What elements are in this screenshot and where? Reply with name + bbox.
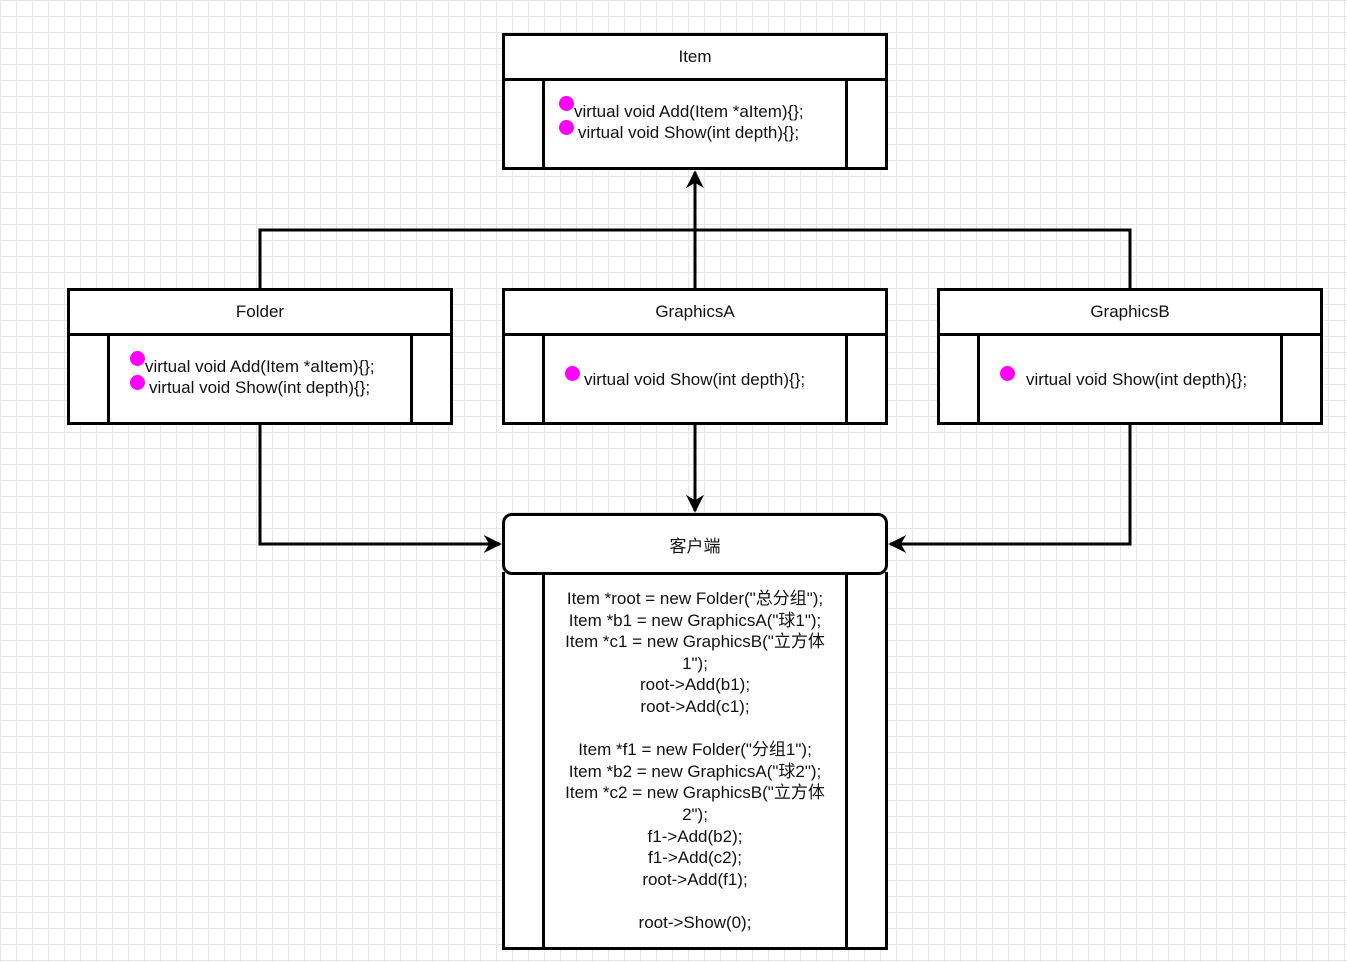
folder-to-client-arrow — [258, 424, 502, 553]
class-graphicsB[interactable]: GraphicsB virtual void Show(int depth){}… — [937, 288, 1323, 425]
divider — [107, 336, 110, 422]
operation: virtual void Show(int depth){}; — [130, 375, 450, 398]
code-line — [550, 890, 840, 912]
method-icon — [559, 96, 574, 111]
graphicsB-to-client-arrow — [888, 424, 1132, 553]
class-graphicsA[interactable]: GraphicsA virtual void Show(int depth){}… — [502, 288, 888, 425]
class-folder[interactable]: Folder virtual void Add(Item *aItem){}; … — [67, 288, 453, 425]
client-title[interactable]: 客户端 — [502, 513, 888, 575]
divider — [977, 336, 980, 422]
class-folder-operations: virtual void Add(Item *aItem){}; virtual… — [70, 336, 450, 422]
divider — [1280, 336, 1283, 422]
code-line: root->Add(b1); — [639, 675, 751, 695]
class-item-title: Item — [505, 36, 885, 81]
class-graphicsB-title: GraphicsB — [940, 291, 1320, 336]
operation: virtual void Add(Item *aItem){}; — [130, 351, 450, 377]
divider — [845, 336, 848, 422]
code-line: f1->Add(b2); — [647, 826, 743, 846]
method-icon — [1000, 365, 1015, 381]
code-line: f1->Add(c2); — [647, 848, 742, 868]
operation-label: virtual void Show(int depth){}; — [1026, 369, 1248, 389]
code-line: 2"); — [682, 804, 708, 824]
method-icon — [130, 351, 145, 366]
divider — [542, 336, 545, 422]
code-line: Item *c1 = new GraphicsB("立方体 — [565, 632, 825, 652]
class-graphicsA-operations: virtual void Show(int depth){}; — [505, 336, 885, 422]
operation-label: virtual void Show(int depth){}; — [584, 369, 806, 389]
operation-label: virtual void Add(Item *aItem){}; — [574, 102, 804, 121]
divider — [845, 572, 848, 947]
code-line: Item *root = new Folder("总分组"); — [566, 589, 824, 608]
code-line: root->Add(c1); — [640, 696, 750, 716]
divider — [542, 81, 545, 167]
code-line: Item *b1 = new GraphicsA("球1"); — [568, 610, 822, 630]
code-line: Item *f1 = new Folder("分组1"); — [578, 740, 812, 760]
operation-label: virtual void Add(Item *aItem){}; — [145, 357, 375, 376]
method-icon — [565, 365, 580, 381]
operation: virtual void Show(int depth){}; — [1000, 365, 1320, 390]
client-code-box[interactable]: Item *root = new Folder("总分组"); Item *b1 … — [502, 572, 888, 950]
operation-label: virtual void Show(int depth){}; — [149, 378, 371, 397]
class-folder-title: Folder — [70, 291, 450, 336]
method-icon — [130, 375, 145, 390]
code-line — [550, 718, 840, 740]
code-line: 1"); — [682, 653, 708, 673]
class-graphicsA-title: GraphicsA — [505, 291, 885, 336]
class-item[interactable]: Item virtual void Add(Item *aItem){}; vi… — [502, 33, 888, 170]
code-line: Item *c2 = new GraphicsB("立方体 — [565, 783, 825, 803]
method-icon — [559, 120, 574, 135]
class-graphicsB-operations: virtual void Show(int depth){}; — [940, 336, 1320, 422]
operation: virtual void Add(Item *aItem){}; — [559, 96, 885, 122]
code-line: root->Add(f1); — [642, 869, 748, 889]
divider — [542, 572, 545, 947]
client-code: Item *root = new Folder("总分组"); Item *b1 … — [550, 588, 840, 934]
operation: virtual void Show(int depth){}; — [559, 120, 885, 143]
code-line: Item *b2 = new GraphicsA("球2"); — [568, 761, 822, 781]
code-line: root->Show(0); — [638, 912, 752, 932]
operation-label: virtual void Show(int depth){}; — [578, 123, 800, 142]
divider — [845, 81, 848, 167]
divider — [410, 336, 413, 422]
operation: virtual void Show(int depth){}; — [565, 365, 885, 390]
class-item-operations: virtual void Add(Item *aItem){}; virtual… — [505, 81, 885, 167]
